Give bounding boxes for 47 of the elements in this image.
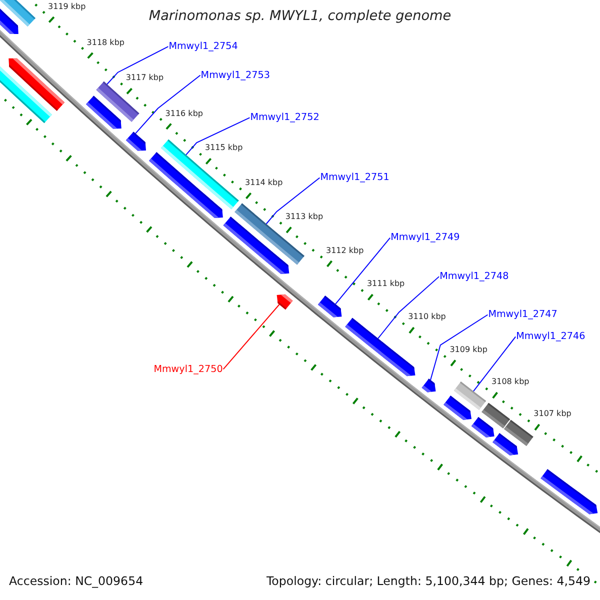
- gene-feature: [492, 433, 518, 456]
- gene-feature: [540, 469, 598, 514]
- gene-label: Mmwyl1_2754: [168, 41, 238, 52]
- tick-label: 3119 kbp: [48, 2, 86, 11]
- tick-label: 3110 kbp: [408, 312, 446, 322]
- tick-label: 3116 kbp: [165, 108, 203, 118]
- gene-feature: [86, 96, 122, 129]
- tick-label: 3113 kbp: [285, 212, 324, 222]
- map-title: Marinomonas sp. MWYL1, complete genome: [148, 9, 452, 25]
- gene-label: Mmwyl1_2753: [200, 70, 270, 81]
- gene-label: Mmwyl1_2747: [488, 309, 558, 320]
- tick-label: 3118 kbp: [86, 38, 124, 47]
- gene-feature: [422, 378, 436, 392]
- gene-label: Mmwyl1_2749: [390, 232, 460, 244]
- leader-line: [334, 237, 391, 305]
- gene-bar: [0, 66, 52, 124]
- leader-line: [106, 46, 169, 85]
- gene-feature: [276, 294, 293, 310]
- gene-label: Mmwyl1_2750: [154, 364, 223, 375]
- tick-label: 3109 kbp: [450, 345, 488, 354]
- tick-label: 3111 kbp: [366, 279, 405, 289]
- leader-line: [135, 74, 201, 134]
- genome-summary: Topology: circular; Length: 5,100,344 bp; Genes: 4,549: [266, 574, 590, 588]
- tick-label: 3107 kbp: [534, 409, 572, 419]
- gene-feature: [148, 152, 223, 218]
- gene-feature: [126, 132, 146, 151]
- gene-feature: [444, 396, 472, 420]
- gene-feature: [345, 318, 416, 376]
- tick-label: 3112 kbp: [326, 246, 364, 256]
- leader-line: [378, 276, 440, 339]
- gene-label: Mmwyl1_2746: [516, 331, 586, 342]
- gene-feature: [471, 417, 494, 438]
- tick-label: 3115 kbp: [204, 143, 243, 153]
- leader-line: [186, 117, 250, 156]
- gene-label: Mmwyl1_2752: [250, 112, 320, 124]
- leader-line: [430, 314, 488, 380]
- gene-feature: [318, 296, 342, 318]
- gene-label: Mmwyl1_2748: [440, 271, 509, 282]
- leader-line: [473, 336, 516, 392]
- tick-label: 3117 kbp: [126, 73, 164, 83]
- tick-label: 3108 kbp: [492, 377, 530, 387]
- gene-label: Mmwyl1_2751: [320, 172, 390, 184]
- leader-line: [266, 177, 320, 224]
- gene-feature: [0, 8, 18, 34]
- tick-label: 3114 kbp: [245, 178, 283, 188]
- accession-label: Accession: NC_009654: [9, 574, 144, 588]
- leader-line: [222, 304, 280, 370]
